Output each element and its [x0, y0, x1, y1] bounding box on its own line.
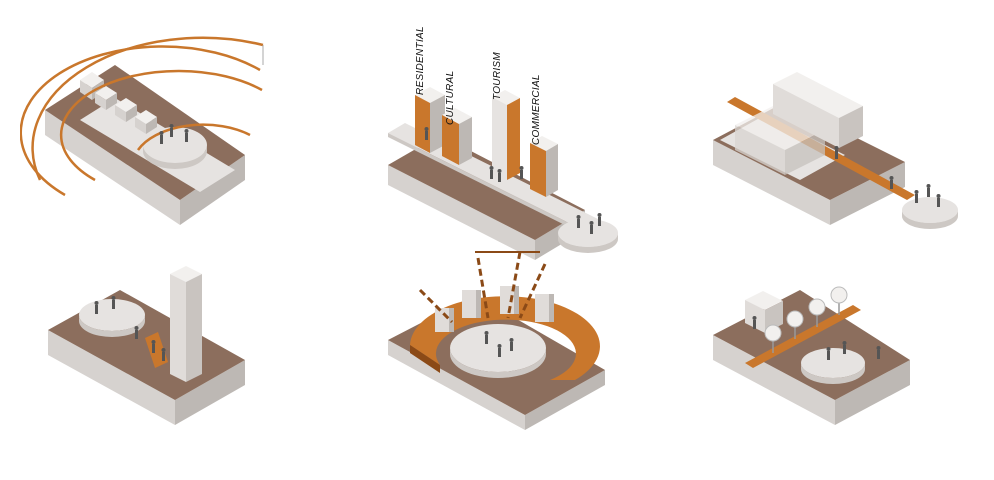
- plaza-disc-edge: [450, 348, 546, 378]
- influence-ring-3: [20, 45, 261, 197]
- base-slab-side-right: [525, 370, 605, 430]
- plaza-disc: [801, 348, 865, 378]
- converging-arrows: [418, 251, 547, 324]
- pillar-4: [535, 294, 554, 322]
- accent-path: [745, 305, 861, 368]
- plaza-disc-edge: [143, 145, 207, 169]
- plaza-disc-edge: [79, 315, 145, 337]
- panel-tower-landmark: [48, 266, 245, 425]
- base-slab-side-right: [830, 162, 905, 225]
- tree-row: [764, 286, 848, 353]
- accent-arc-band-edge: [410, 345, 440, 373]
- end-plaza-disc: [902, 197, 958, 223]
- base-slab-side-left: [388, 165, 535, 260]
- building-cultural: [442, 108, 472, 165]
- pillar-1: [435, 308, 454, 332]
- plaza-disc: [143, 127, 207, 163]
- cube-3: [115, 98, 137, 122]
- base-slab-side-left: [45, 110, 180, 225]
- figure-group: [424, 127, 602, 234]
- end-plaza-edge: [902, 210, 958, 229]
- figure-group: [484, 331, 514, 357]
- panel-mixed-zones: RESIDENTIAL CULTURAL TOURISM COMMERCIAL: [388, 26, 618, 260]
- figure-group: [752, 316, 881, 360]
- tower-building: [170, 266, 202, 382]
- panel-covered-walkway: [713, 72, 958, 229]
- influence-ring-2: [59, 69, 263, 182]
- base-slab-side-left: [388, 340, 525, 430]
- promenade-edge: [388, 133, 593, 239]
- pillar-2: [462, 290, 481, 318]
- building-tourism: [492, 90, 520, 180]
- glass-volume: [735, 105, 825, 175]
- label-residential: RESIDENTIAL: [415, 26, 426, 95]
- base-slab-side-right: [835, 360, 910, 425]
- figure-group: [834, 146, 941, 207]
- base-slab-side-left: [713, 335, 835, 425]
- figure-group: [94, 296, 166, 361]
- building-residential: [415, 87, 445, 153]
- cube-2: [95, 86, 117, 110]
- panel-tree-lined-path: [713, 286, 910, 425]
- base-slab-side-right: [175, 360, 245, 425]
- end-plaza-edge: [558, 233, 618, 253]
- influence-ring-1: [136, 123, 251, 151]
- panel-converging-plaza: [388, 251, 605, 430]
- influence-ring-4: [31, 36, 264, 181]
- end-plaza-disc: [558, 219, 618, 247]
- label-tourism: TOURISM: [492, 52, 503, 100]
- base-slab-side-left: [713, 140, 830, 225]
- building-block: [773, 72, 863, 148]
- building-commercial: [530, 136, 558, 197]
- cube-4: [135, 110, 157, 134]
- figure-group: [159, 124, 189, 144]
- label-commercial: COMMERCIAL: [531, 74, 542, 145]
- label-cultural: CULTURAL: [445, 71, 456, 125]
- plaza-disc-edge: [801, 363, 865, 384]
- panel-radial-influence: [20, 36, 264, 225]
- base-slab-side-left: [48, 330, 175, 425]
